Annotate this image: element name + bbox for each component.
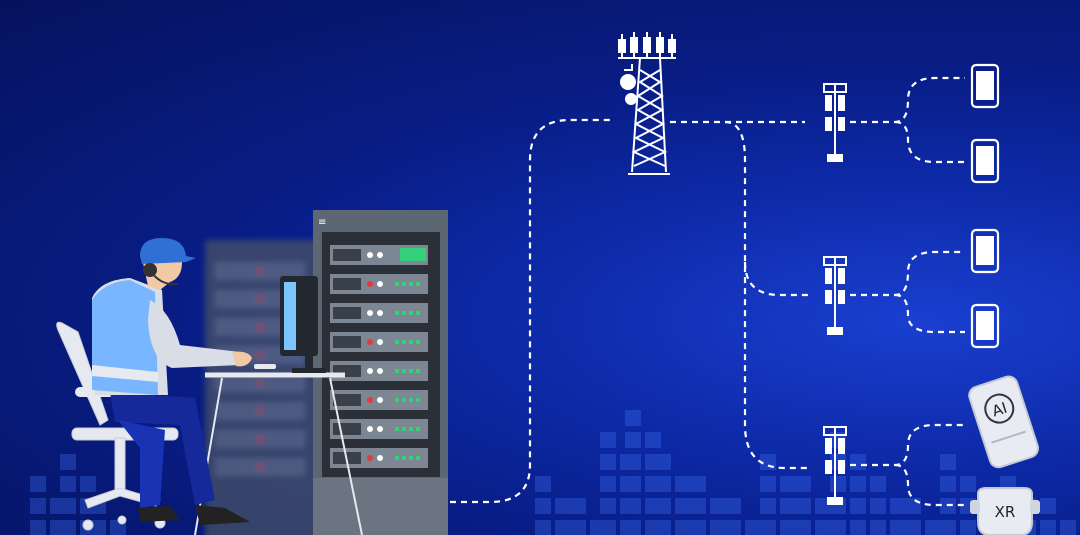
small-tower-icon xyxy=(823,256,847,335)
ai-device-icon: AI xyxy=(968,375,1040,469)
small-tower-icon xyxy=(823,83,847,162)
line-t3-devices xyxy=(850,423,968,507)
network-lines xyxy=(450,76,968,507)
monitor xyxy=(280,276,326,373)
main-tower-icon xyxy=(618,32,676,175)
ai-label: AI xyxy=(990,399,1010,421)
line-hub-down xyxy=(724,120,810,470)
svg-text:≡: ≡ xyxy=(318,217,326,228)
line-t1-phones xyxy=(850,76,965,164)
line-server-to-tower xyxy=(450,118,610,504)
xr-label: XR xyxy=(995,503,1016,521)
small-tower-icon xyxy=(823,426,847,505)
phone-icon xyxy=(970,138,1000,184)
small-towers xyxy=(823,83,847,505)
line-t2-phones xyxy=(850,250,965,334)
phone-icon xyxy=(970,228,1000,274)
line-hub-mid xyxy=(743,261,810,297)
phone-icon xyxy=(970,303,1000,349)
phone-icon xyxy=(970,63,1000,109)
operator-figure xyxy=(92,238,276,525)
xr-headset-icon: XR xyxy=(970,487,1040,535)
phones xyxy=(970,63,1000,349)
